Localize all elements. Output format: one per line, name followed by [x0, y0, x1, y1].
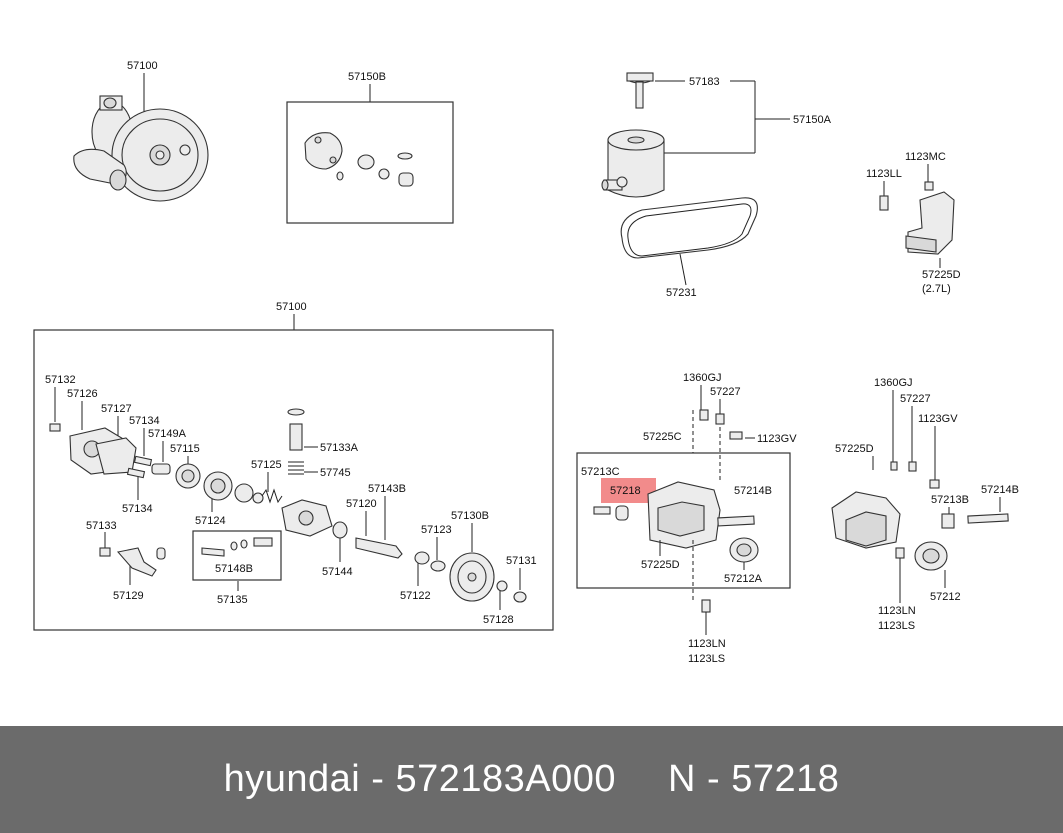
footer-part-number: hyundai - 572183A000 — [223, 758, 617, 800]
label-57143b: 57143B — [368, 483, 406, 495]
label-57128: 57128 — [483, 614, 514, 626]
footer-bar: hyundai - 572183A000 N - 57218 — [0, 726, 1063, 833]
label-57148b: 57148B — [215, 563, 253, 575]
drive-belt-illustration: 57231 — [620, 197, 758, 299]
label-57134-b: 57134 — [122, 503, 153, 515]
label-57231: 57231 — [666, 287, 697, 299]
label-57133: 57133 — [86, 520, 117, 532]
label-57150a: 57150A — [793, 114, 832, 126]
label-57212: 57212 — [930, 591, 961, 603]
label-57133a: 57133A — [320, 442, 359, 454]
bracket-27l-illustration: 1123MC 1123LL 57225D (2.7L) — [866, 151, 961, 295]
label-57124: 57124 — [195, 515, 226, 527]
label-57134-a: 57134 — [129, 415, 160, 427]
label-57130b: 57130B — [451, 510, 489, 522]
parts-diagram: 57100 57150B 57183 57150A — [33, 60, 1019, 665]
label-57120: 57120 — [346, 498, 377, 510]
label-57225d-right: 57225D — [835, 443, 874, 455]
bracket-group-57225c: 1360GJ 57227 57225C 1123GV 57213C 57218 … — [576, 372, 797, 665]
bracket-group-57225d: 1360GJ 57227 1123GV 57225D 57213B 57214B… — [831, 377, 1019, 632]
label-1123ln-right: 1123LN — [878, 605, 916, 617]
label-57115: 57115 — [170, 443, 200, 455]
label-1123ll: 1123LL — [866, 168, 902, 180]
gasket-kit-group: 57150B — [286, 71, 454, 224]
label-57123: 57123 — [421, 524, 452, 536]
label-57218: 57218 — [610, 485, 641, 497]
footer-diagram-ref: N - 57218 — [668, 758, 840, 800]
label-57129: 57129 — [113, 590, 144, 602]
reservoir-illustration: 57183 57150A — [601, 72, 832, 198]
label-57131: 57131 — [506, 555, 537, 567]
label-57127: 57127 — [101, 403, 132, 415]
label-57227-right: 57227 — [900, 393, 931, 405]
label-1123gv-mid: 1123GV — [757, 433, 797, 445]
label-57135: 57135 — [217, 594, 248, 606]
label-1123ls-right: 1123LS — [878, 620, 915, 632]
label-57150b: 57150B — [348, 71, 386, 83]
label-57214b-mid: 57214B — [734, 485, 772, 497]
label-57745: 57745 — [320, 467, 351, 479]
label-1123mc: 1123MC — [905, 151, 946, 163]
label-57126: 57126 — [67, 388, 98, 400]
label-57183: 57183 — [689, 76, 720, 88]
label-57122: 57122 — [400, 590, 431, 602]
label-1360gj-right: 1360GJ — [874, 377, 913, 389]
label-57144: 57144 — [322, 566, 353, 578]
label-1123gv-right: 1123GV — [918, 413, 958, 425]
label-57132: 57132 — [45, 374, 76, 386]
highlight-57218 — [601, 478, 656, 503]
label-57225d-mid: 57225D — [641, 559, 680, 571]
label-57225c: 57225C — [643, 431, 682, 443]
power-steering-pump-illustration: 57100 — [73, 60, 209, 202]
label-57100-main: 57100 — [276, 301, 307, 313]
label-1360gj-mid: 1360GJ — [683, 372, 722, 384]
label-57212a: 57212A — [724, 573, 763, 585]
label-57214b-right: 57214B — [981, 484, 1019, 496]
pump-exploded-view: 57100 57132 57126 57127 57134 57149A 571… — [33, 301, 554, 631]
label-57213c: 57213C — [581, 466, 620, 478]
label-27l-note: (2.7L) — [922, 283, 951, 295]
label-57225d-27: 57225D — [922, 269, 961, 281]
label-57100-top: 57100 — [127, 60, 158, 72]
label-57213b: 57213B — [931, 494, 969, 506]
label-57227-mid: 57227 — [710, 386, 741, 398]
label-57149a: 57149A — [148, 428, 187, 440]
label-1123ls-mid: 1123LS — [688, 653, 725, 665]
label-1123ln-mid: 1123LN — [688, 638, 726, 650]
label-57125: 57125 — [251, 459, 282, 471]
